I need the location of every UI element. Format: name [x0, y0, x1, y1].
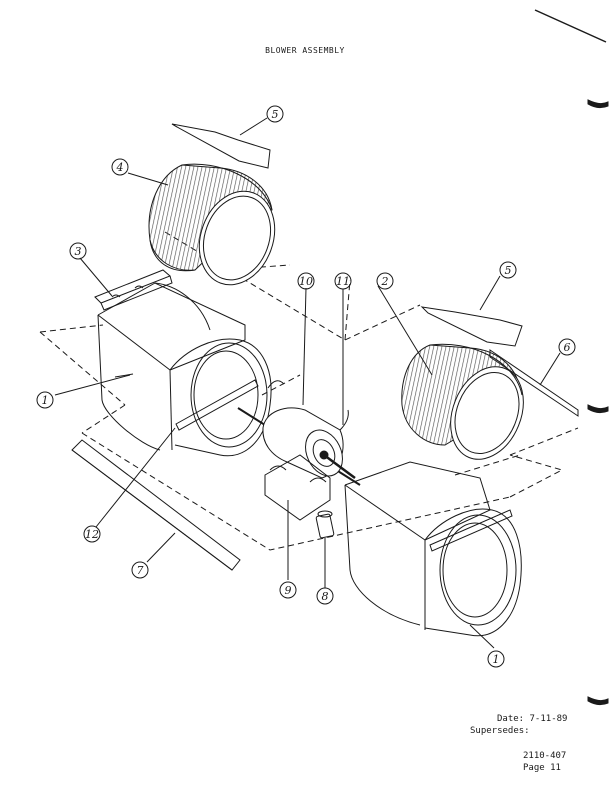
base-panel	[71, 439, 241, 571]
cutoff-plate-right	[420, 306, 523, 347]
leader-lines	[54, 117, 561, 649]
callout-5b: 5	[505, 264, 512, 277]
blower-wheel-left	[148, 163, 276, 286]
capacitor	[315, 510, 335, 539]
callout-1b: 1	[493, 653, 500, 666]
date-value: 7-11-89	[529, 714, 568, 724]
callout-7: 7	[137, 564, 144, 577]
callout-12: 12	[85, 528, 99, 541]
callout-2: 2	[381, 275, 389, 288]
callout-6: 6	[564, 341, 571, 354]
date-label: Date:	[497, 714, 525, 724]
callout-circles	[36, 105, 576, 668]
motor-clip-right	[339, 409, 349, 431]
callout-11: 11	[336, 275, 350, 288]
footer-doc-number: 2110-407	[523, 751, 567, 761]
motor-clip-left	[267, 380, 285, 389]
callout-10: 10	[299, 275, 313, 288]
footer-date: Date: 7-11-89	[497, 713, 567, 725]
callout-5a: 5	[272, 108, 279, 121]
callout-labels: 5 4 3 1 10 11 2 5 6 12 7 9 8 1	[42, 108, 571, 666]
blower-wheel-right	[401, 343, 524, 460]
page-title: BLOWER ASSEMBLY	[265, 46, 345, 55]
callout-8: 8	[322, 590, 329, 603]
callout-1a: 1	[42, 394, 49, 407]
callout-9: 9	[285, 584, 292, 597]
callout-3: 3	[75, 245, 82, 258]
page-edge-marks	[534, 9, 609, 706]
blower-housing-right	[344, 461, 522, 637]
mounting-bracket	[94, 269, 173, 311]
footer-supersedes: Supersedes:	[470, 726, 530, 736]
cutoff-plate-top	[171, 123, 271, 169]
callout-4: 4	[116, 161, 124, 174]
blower-motor	[237, 380, 361, 486]
motor-mount	[264, 454, 331, 521]
footer-page-number: Page 11	[523, 763, 561, 773]
blower-housing-left	[97, 282, 272, 457]
